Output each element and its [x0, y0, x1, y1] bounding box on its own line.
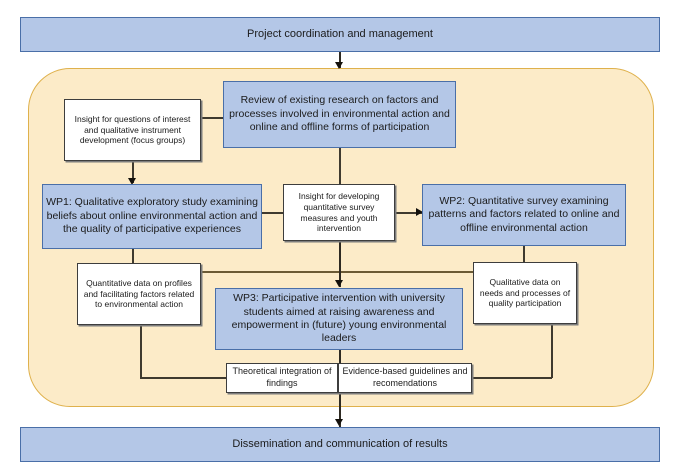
connector-quant-data-down: [140, 325, 142, 378]
connector-quant-data-to-theoretical: [140, 377, 227, 379]
connector-wp2-to-qual-data: [523, 246, 525, 262]
node-evidence-guidelines-label: Evidence-based guidelines and recomendat…: [342, 366, 468, 388]
connector-wp1-to-quant-data: [132, 249, 134, 263]
node-review-label: Review of existing research on factors a…: [229, 94, 450, 134]
node-wp2-label: WP2: Quantitative survey examining patte…: [428, 194, 620, 234]
arrowhead-topbanner-to-review: [335, 62, 343, 69]
bottom-banner-label: Dissemination and communication of resul…: [232, 438, 448, 451]
node-theoretical-integration: Theoretical integration of findings: [226, 363, 338, 393]
top-banner-project-coordination: Project coordination and management: [20, 17, 660, 52]
connector-insight-questions-to-wp1: [132, 161, 134, 183]
connector-review-to-insight-questions: [201, 117, 224, 119]
node-evidence-based-guidelines: Evidence-based guidelines and recomendat…: [338, 363, 472, 393]
node-insight-for-measures: Insight for developing quantitative surv…: [283, 184, 395, 241]
arrowhead-insight-measures-to-wp2: [416, 208, 423, 216]
node-qualitative-data: Qualitative data on needs and processes …: [473, 262, 577, 324]
node-quantitative-data: Quantitative data on profiles and facili…: [77, 263, 201, 325]
node-review-of-existing-research: Review of existing research on factors a…: [223, 81, 456, 148]
node-insight-for-measures-label: Insight for developing quantitative surv…: [298, 190, 380, 234]
node-wp1-label: WP1: Qualitative exploratory study exami…: [46, 196, 258, 236]
connector-review-to-insight-measures: [339, 148, 341, 184]
connector-insight-measures-to-wp2: [395, 212, 422, 214]
node-wp2: WP2: Quantitative survey examining patte…: [422, 184, 626, 246]
node-insight-for-questions-label: Insight for questions of interest and qu…: [74, 113, 191, 146]
arrowhead-insight-questions-to-wp1: [128, 178, 136, 185]
connector-topbanner-to-container: [339, 52, 341, 68]
node-theoretical-integration-label: Theoretical integration of findings: [232, 366, 332, 388]
arrowhead-to-bottom-banner: [335, 419, 343, 426]
connector-rail-quant-to-qual: [201, 271, 473, 273]
connector-insight-measures-to-wp3: [339, 241, 341, 287]
connector-wp1-to-insight-measures: [262, 212, 284, 214]
connector-qual-data-to-evidence: [471, 377, 552, 379]
node-insight-for-questions: Insight for questions of interest and qu…: [64, 99, 201, 161]
node-wp3: WP3: Participative intervention with uni…: [215, 288, 463, 350]
node-qualitative-data-label: Qualitative data on needs and processes …: [479, 276, 571, 309]
connector-qual-data-down: [551, 324, 553, 378]
top-banner-label: Project coordination and management: [247, 28, 433, 41]
node-wp1: WP1: Qualitative exploratory study exami…: [42, 184, 262, 249]
node-wp3-label: WP3: Participative intervention with uni…: [231, 292, 447, 345]
node-quantitative-data-label: Quantitative data on profiles and facili…: [83, 277, 195, 310]
arrowhead-to-wp3: [335, 280, 343, 287]
bottom-banner-dissemination: Dissemination and communication of resul…: [20, 427, 660, 462]
